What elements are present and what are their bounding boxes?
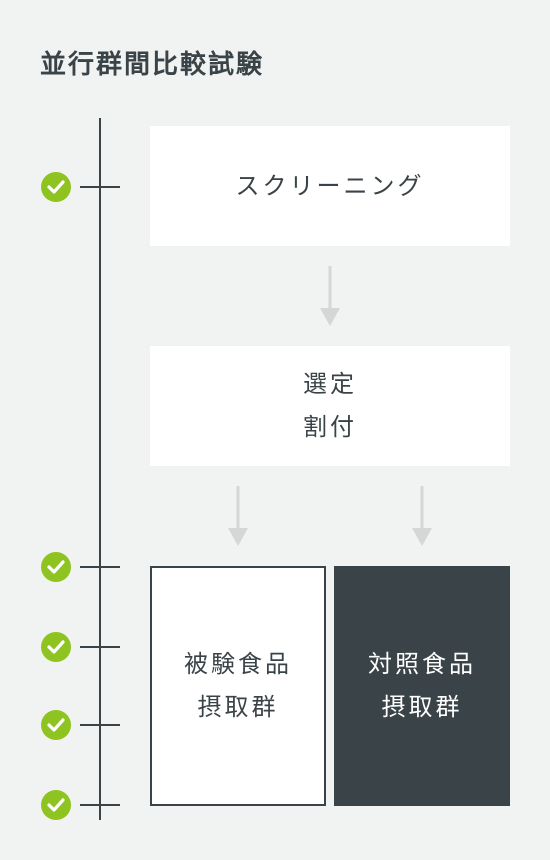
page-title: 並行群間比較試験 bbox=[40, 50, 265, 80]
check-circle-icon bbox=[41, 552, 71, 582]
control-group-label: 対照食品 摂取群 bbox=[368, 650, 476, 721]
timeline-tick bbox=[80, 804, 120, 806]
test-group-label: 被験食品 摂取群 bbox=[184, 650, 292, 721]
screening-label: スクリーニング bbox=[235, 171, 425, 200]
timeline-tick bbox=[80, 724, 120, 726]
timeline-tick bbox=[80, 186, 120, 188]
screening-box: スクリーニング bbox=[150, 126, 510, 246]
selection-box: 選定 割付 bbox=[150, 346, 510, 466]
control-group-box: 対照食品 摂取群 bbox=[334, 566, 510, 806]
arrow-down-icon bbox=[320, 266, 340, 326]
selection-label: 選定 割付 bbox=[303, 370, 357, 441]
check-circle-icon bbox=[41, 172, 71, 202]
test-group-box: 被験食品 摂取群 bbox=[150, 566, 326, 806]
timeline-tick bbox=[80, 566, 120, 568]
check-circle-icon bbox=[41, 790, 71, 820]
arrow-down-icon bbox=[228, 486, 248, 546]
arrow-down-icon bbox=[412, 486, 432, 546]
check-circle-icon bbox=[41, 632, 71, 662]
check-circle-icon bbox=[41, 710, 71, 740]
timeline-line bbox=[99, 118, 101, 820]
timeline-tick bbox=[80, 646, 120, 648]
